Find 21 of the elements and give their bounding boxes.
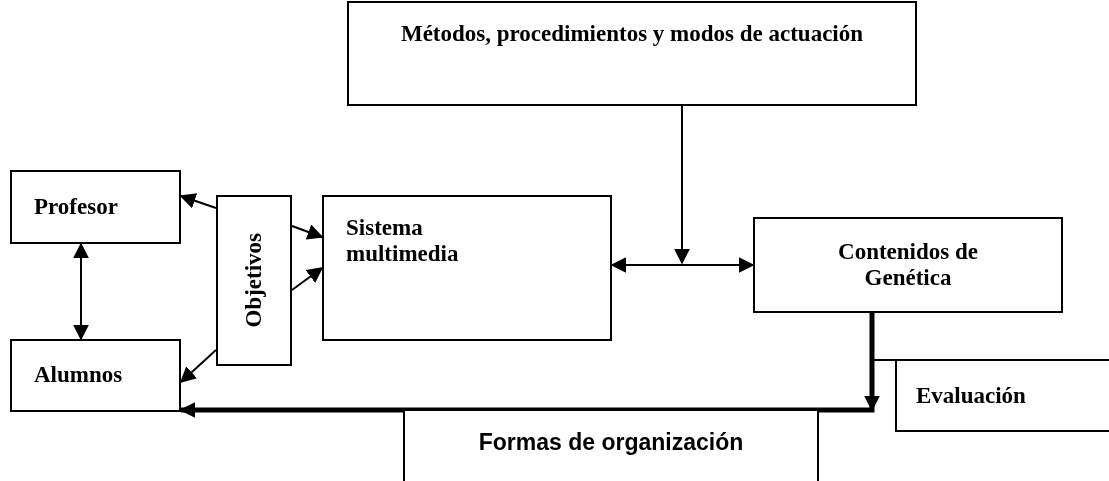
box-label: Alumnos [34, 362, 123, 389]
process-box [10, 339, 181, 412]
arrow [291, 224, 324, 240]
process-box [10, 170, 181, 244]
box-label: Contenidos de Genética [837, 238, 979, 292]
process-box [347, 1, 917, 106]
arrow [73, 242, 89, 341]
box-label: Evaluación [916, 383, 1026, 410]
process-box [216, 195, 292, 366]
process-box [874, 359, 1109, 432]
process-box [403, 409, 819, 481]
box-label: Profesor [34, 193, 118, 221]
arrow [674, 105, 690, 265]
arrow [291, 267, 324, 291]
box-label: Sistema multimedia [346, 215, 460, 268]
process-box [322, 195, 612, 341]
box-label: Objetivos [240, 233, 267, 328]
arrow [181, 313, 880, 418]
box-label: Formas de organización [478, 428, 744, 456]
box-label: Métodos, procedimientos y modos de actuación [400, 21, 864, 48]
process-box [753, 217, 1063, 313]
